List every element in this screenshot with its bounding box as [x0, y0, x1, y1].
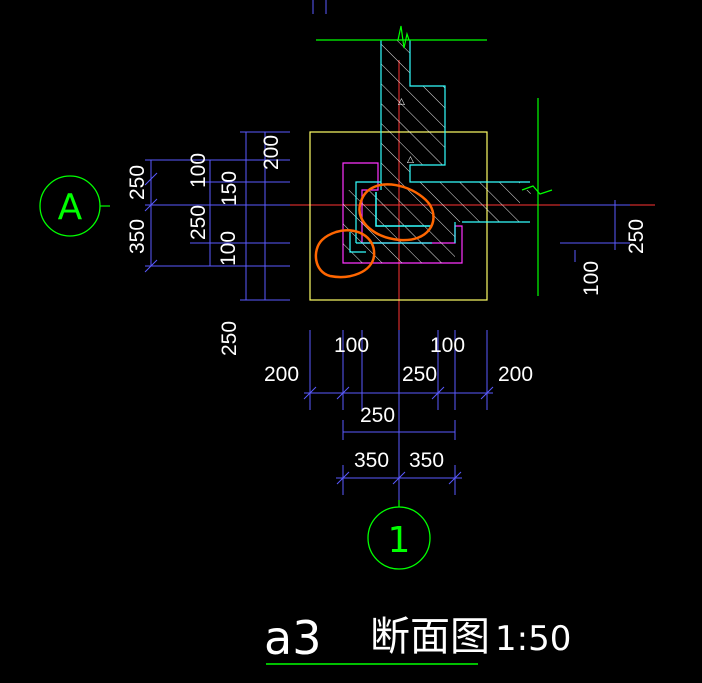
- left-dimension-lines: [144, 131, 290, 301]
- dim-right-100: 100: [580, 261, 603, 296]
- markup-circle-upper: [358, 183, 435, 242]
- wall-outline: [355, 40, 530, 244]
- title-scale: 1:50: [495, 619, 571, 659]
- aggregate-mark: △: [398, 97, 405, 107]
- dim-left-250-inner: 250: [187, 205, 210, 240]
- right-dimension-lines: [560, 200, 630, 262]
- dim-bottom-250-lower: 250: [360, 404, 395, 427]
- title-name: 断面图: [370, 614, 490, 660]
- dim-left-100-lower: 100: [217, 231, 240, 266]
- break-mark-right: [521, 185, 553, 195]
- dim-left-100: 100: [187, 153, 210, 188]
- dim-bottom-200-left: 200: [264, 363, 299, 386]
- axis-label-1: 1: [388, 520, 411, 561]
- dim-bottom-100-left: 100: [334, 334, 369, 357]
- dim-bottom-200-right: 200: [498, 363, 533, 386]
- dim-left-350: 350: [126, 219, 149, 254]
- dim-bottom-250-far-left: 250: [218, 321, 241, 356]
- dim-bottom-350-left: 350: [354, 449, 389, 472]
- markup-circle-lower: [314, 229, 376, 279]
- rebar-l-shape-lower: [349, 232, 366, 253]
- axis-label-a: A: [58, 187, 83, 228]
- concrete-section-hatch: [343, 40, 540, 263]
- dim-bottom-350-right: 350: [409, 449, 444, 472]
- dim-left-250: 250: [126, 165, 149, 200]
- break-mark-top: [397, 25, 410, 49]
- dim-right-250: 250: [625, 219, 648, 254]
- rebar-l-shape: [375, 192, 432, 227]
- dim-bottom-250-mid: 250: [402, 363, 437, 386]
- dim-bottom-100-right: 100: [430, 334, 465, 357]
- title-code: a3: [264, 611, 321, 665]
- bottom-dimension-lines: [303, 330, 494, 500]
- dim-top-150: 150: [218, 171, 241, 206]
- aggregate-mark: △: [407, 155, 414, 165]
- dim-top-200: 200: [260, 135, 283, 170]
